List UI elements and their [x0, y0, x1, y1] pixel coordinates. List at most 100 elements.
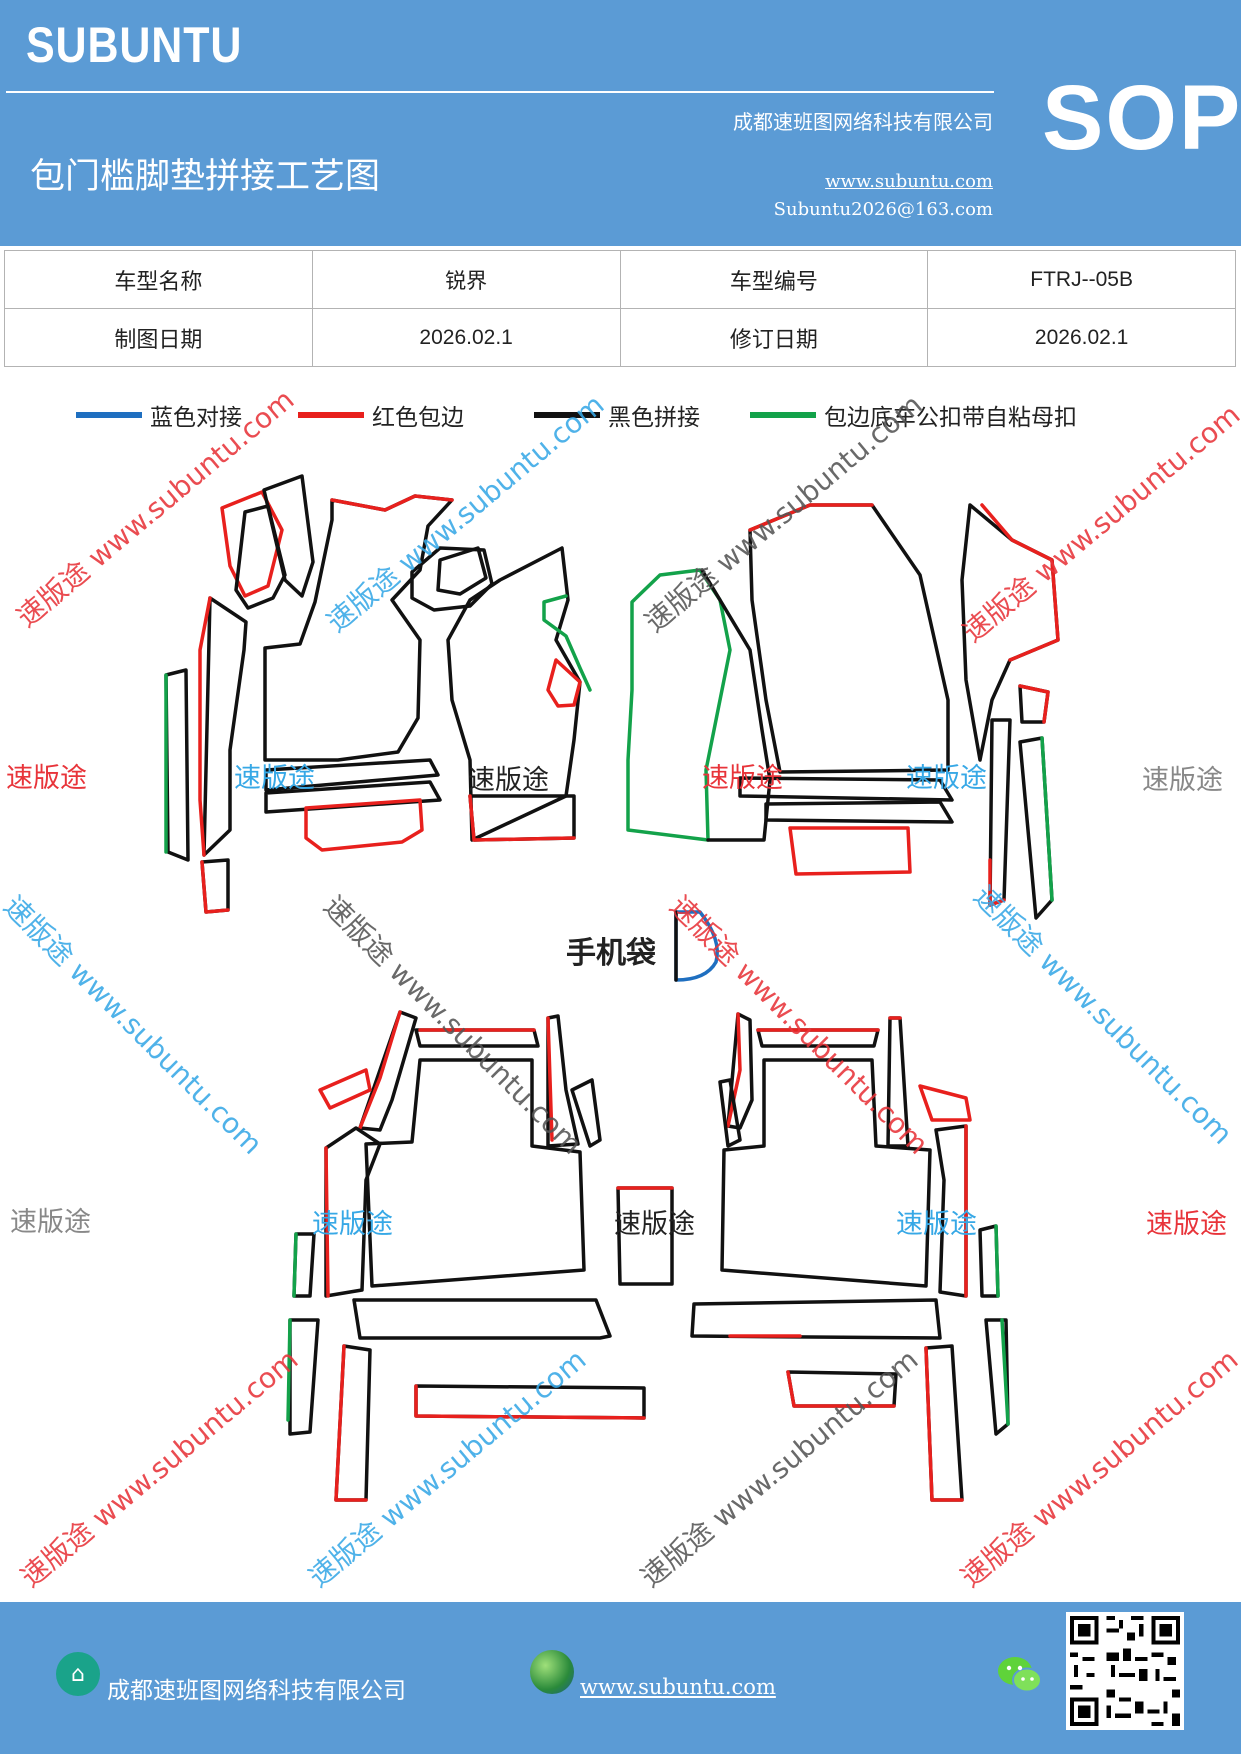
table-row: 制图日期 2026.02.1 修订日期 2026.02.1 — [4, 308, 1236, 367]
mat-piece — [304, 798, 424, 852]
model-code-label: 车型编号 — [619, 250, 929, 309]
rear-right-mat-group — [690, 1012, 1010, 1502]
header-divider — [6, 91, 994, 93]
watermark-text: 速版途 — [312, 1209, 393, 1240]
footer-banner: ⌂ 成都速班图网络科技有限公司 www.subuntu.com — [0, 1602, 1241, 1754]
mat-piece — [198, 596, 212, 857]
mat-piece — [924, 1346, 964, 1502]
watermark-text: 速版途 — [1146, 1209, 1227, 1240]
legend-label: 红色包边 — [372, 405, 464, 431]
mat-piece — [202, 596, 248, 857]
mat-piece — [324, 1146, 330, 1298]
mat-piece — [764, 800, 954, 824]
wechat-icon — [998, 1657, 1042, 1693]
rear-left-mat-group — [286, 1010, 646, 1502]
mat-piece — [334, 1344, 368, 1502]
mat-piece — [358, 1010, 418, 1132]
mat-piece — [358, 1010, 402, 1130]
legend-swatch-blue — [76, 412, 142, 418]
mat-piece — [264, 780, 442, 814]
mat-piece — [546, 1016, 554, 1142]
mat-piece — [700, 568, 772, 842]
revision-date-label: 修订日期 — [619, 308, 929, 367]
mat-piece — [292, 1232, 298, 1298]
table-row: 车型名称 锐界 车型编号 FTRJ--05B — [4, 250, 1236, 309]
phone-bag-shape — [674, 910, 719, 982]
footer-website-link[interactable]: www.subuntu.com — [580, 1675, 776, 1699]
mat-piece — [264, 758, 440, 792]
watermark-text: 速版途 — [1142, 765, 1223, 796]
mat-piece — [318, 1068, 372, 1110]
mat-piece — [988, 858, 1006, 907]
watermark-text: 速版途 — [906, 763, 987, 794]
watermark-text: 速版途 — [10, 1207, 91, 1238]
mat-piece — [436, 546, 488, 596]
mat-piece — [220, 490, 284, 598]
revision-date-value: 2026.02.1 — [927, 308, 1236, 367]
mat-piece — [626, 568, 732, 842]
header-email: Subuntu2026@163.com — [773, 199, 993, 220]
watermark-text: 速版途 — [234, 763, 315, 794]
mat-piece — [364, 1058, 586, 1288]
mat-piece — [1000, 1318, 1010, 1426]
header-company: 成都速班图网络科技有限公司 — [733, 110, 993, 134]
legend-blue: 蓝色对接 — [76, 395, 242, 435]
model-name-value: 锐界 — [311, 250, 621, 309]
mat-piece — [410, 546, 494, 612]
front-left-mat-group — [164, 474, 592, 914]
mat-piece — [786, 1370, 896, 1408]
legend-black: 黑色拼接 — [534, 395, 700, 435]
mat-piece — [720, 1058, 932, 1288]
home-badge-icon: ⌂ — [56, 1652, 100, 1696]
mat-piece — [468, 794, 576, 842]
mat-piece — [330, 494, 454, 512]
mat-piece — [726, 1012, 754, 1130]
mat-piece — [286, 1318, 292, 1422]
drawing-date-value: 2026.02.1 — [311, 308, 621, 367]
document-title: 包门槛脚垫拼接工艺图 — [30, 157, 381, 197]
floor-mat-drawing — [164, 474, 1060, 1502]
watermark-text: 速版途 — [614, 1209, 695, 1240]
legend-swatch-green — [750, 412, 816, 418]
info-table: 车型名称 锐界 车型编号 FTRJ--05B 制图日期 2026.02.1 修订… — [4, 250, 1236, 367]
header-website-link[interactable]: www.subuntu.com — [825, 171, 993, 192]
qr-code — [1066, 1612, 1184, 1730]
globe-icon — [530, 1650, 574, 1694]
mat-piece — [994, 1224, 1000, 1298]
model-code-value: FTRJ--05B — [927, 250, 1236, 309]
model-name-label: 车型名称 — [4, 250, 313, 309]
watermark-text: 速版途 — [6, 763, 87, 794]
mat-piece — [980, 503, 1060, 662]
mat-piece — [748, 503, 874, 532]
legend-swatch-black — [534, 412, 600, 418]
watermark-text: 速版途 — [702, 763, 783, 794]
mat-piece — [542, 594, 592, 692]
legend-label: 黑色拼接 — [608, 405, 700, 431]
legend-swatch-red — [298, 412, 364, 418]
front-right-mat-group — [626, 503, 1060, 920]
mat-piece — [352, 1298, 612, 1340]
mat-piece — [726, 1012, 742, 1128]
mat-piece — [718, 1078, 742, 1148]
legend-label: 包边底车公扣带自粘母扣 — [824, 405, 1077, 431]
footer-company: 成都速班图网络科技有限公司 — [107, 1678, 406, 1704]
watermark-text: 速版途 — [468, 765, 549, 796]
mat-piece — [414, 1384, 646, 1420]
mat-piece — [748, 503, 950, 774]
phone-bag-label: 手机袋 — [566, 936, 656, 971]
mat-piece — [546, 658, 582, 708]
mat-piece — [262, 474, 315, 598]
mat-piece — [918, 1084, 972, 1122]
brand-logo: SUBUNTU — [26, 17, 243, 73]
legend-red: 红色包边 — [298, 395, 464, 435]
mat-piece — [1018, 684, 1050, 724]
mat-piece — [164, 668, 190, 862]
sop-badge: SOP — [1042, 67, 1241, 169]
mat-piece — [546, 1014, 580, 1148]
mat-piece — [1040, 736, 1054, 902]
legend-green: 包边底车公扣带自粘母扣 — [750, 395, 1077, 435]
mat-piece — [934, 1124, 968, 1298]
legend-label: 蓝色对接 — [150, 405, 242, 431]
mat-piece — [570, 1078, 602, 1148]
mat-piece — [690, 1298, 942, 1340]
